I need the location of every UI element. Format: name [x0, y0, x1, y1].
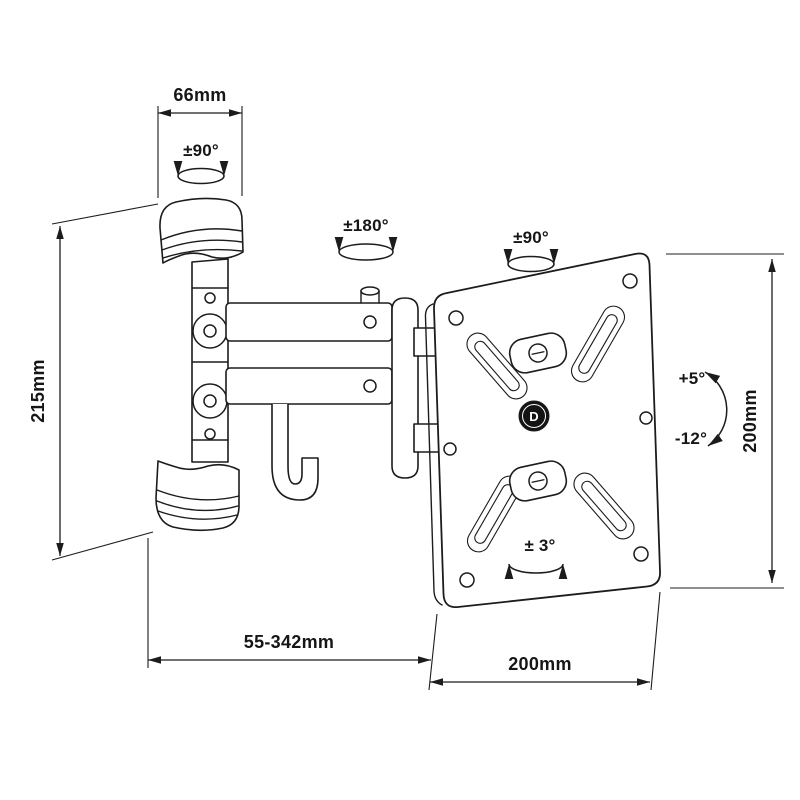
mounting-hole [459, 572, 475, 588]
bracket-width-label: 66mm [173, 85, 226, 105]
dimension-bracket-width: 66mm [157, 85, 243, 198]
dimension-plate-height: 200mm [666, 253, 784, 589]
articulating-arm [225, 286, 441, 501]
tilt-down-label: -12° [675, 429, 707, 448]
tilt-up-label: +5° [679, 369, 706, 388]
cable-hook [271, 404, 319, 501]
level-rotation-label: ± 3° [524, 536, 555, 555]
swivel-boss-bottom [508, 460, 568, 502]
bracket-height-label: 215mm [28, 359, 48, 423]
plate-mount-tab-lower [413, 423, 441, 453]
elbow-pivot-knob [360, 286, 380, 296]
swivel-boss-top [508, 332, 568, 374]
plate-swivel-joint [391, 297, 419, 479]
annotation-plate-swivel: ±90° [503, 228, 559, 273]
elbow-swivel-label: ±180° [343, 216, 389, 235]
brand-logo: D [518, 400, 550, 432]
wall-swivel-label: ±90° [183, 141, 219, 160]
annotation-tilt: +5° -12° [675, 369, 728, 448]
vesa-plate: D [424, 252, 661, 609]
annotation-elbow-swivel: ±180° [334, 216, 398, 261]
hinge-pin-top [204, 292, 216, 304]
mounting-hole [622, 273, 638, 289]
extension-range-label: 55-342mm [244, 632, 334, 652]
mounting-hole [448, 310, 464, 326]
dimension-extension-range: 55-342mm [147, 538, 438, 691]
brand-logo-letter: D [529, 409, 538, 424]
annotation-wall-swivel: ±90° [173, 141, 229, 185]
mounting-hole [639, 411, 653, 425]
vesa-slot-bottom-right [573, 472, 635, 540]
plate-swivel-label: ±90° [513, 228, 549, 247]
annotation-level-rotation: ± 3° [504, 536, 568, 580]
dimension-plate-width: 200mm [430, 591, 661, 691]
plate-width-label: 200mm [508, 654, 572, 674]
vesa-slot-top-right [570, 305, 626, 383]
dimension-bracket-height: 215mm [28, 203, 159, 561]
mounting-hole [443, 442, 457, 456]
wall-bracket [155, 197, 244, 532]
vesa-slot-top-left [466, 332, 528, 400]
plate-height-label: 200mm [740, 389, 760, 453]
mounting-hole [633, 546, 649, 562]
hinge-pin-bottom [204, 428, 216, 440]
